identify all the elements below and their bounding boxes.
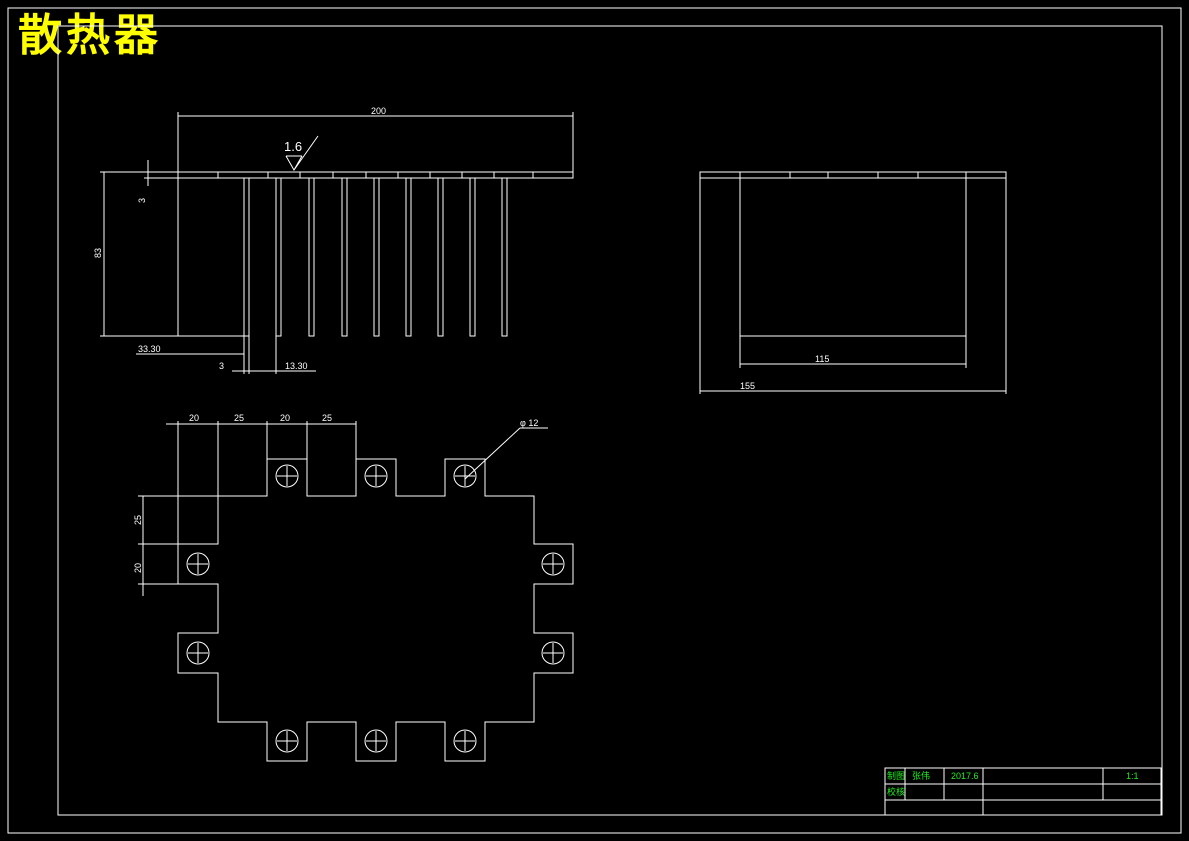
mounting-hole: [186, 552, 210, 576]
dim-outer: 155: [740, 381, 755, 391]
mounting-hole: [453, 729, 477, 753]
left-block: [177, 178, 245, 337]
inner-frame: [57, 25, 1163, 816]
dim-top-1: 20: [189, 413, 199, 423]
title-block-scale: 1:1: [1126, 771, 1139, 781]
title-block-date: 2017.6: [951, 771, 979, 781]
mounting-hole: [275, 729, 299, 753]
fins: [243, 172, 508, 337]
end-view: 115 155: [699, 171, 1007, 394]
mounting-hole: [275, 464, 299, 488]
dim-top-3: 20: [280, 413, 290, 423]
dim-hole-diameter: φ 12: [520, 418, 538, 428]
mounting-hole: [186, 641, 210, 665]
mounting-hole: [453, 464, 477, 488]
mounting-hole: [364, 729, 388, 753]
mounting-holes: [186, 464, 565, 753]
dim-top-2: 25: [234, 413, 244, 423]
outer-frame: [7, 7, 1182, 834]
base-plate: [177, 171, 574, 179]
dim-left-2: 20: [133, 563, 143, 573]
dim-left-1: 25: [133, 515, 143, 525]
title-block: 制图 张伟 2017.6 1:1 校核: [884, 767, 1162, 816]
dim-base-thickness: 3: [137, 198, 147, 203]
dim-inner: 115: [815, 354, 829, 364]
title-block-drawn-name: 张伟: [912, 770, 930, 781]
mounting-hole: [541, 641, 565, 665]
dim-height: 83: [93, 248, 103, 258]
title-block-check-label: 校核: [887, 786, 905, 797]
mounting-hole: [541, 552, 565, 576]
plan-outline: [177, 458, 574, 762]
side-view: 1.6 200 3 83 33.30 3 13.30: [93, 106, 574, 374]
title-block-drawn-label: 制图: [887, 770, 905, 781]
dim-offset: 33.30: [138, 344, 161, 354]
dim-top-4: 25: [322, 413, 332, 423]
drawing-title: 散热器: [18, 10, 162, 61]
plan-view: 20 25 20 25 25 20 φ 12: [133, 413, 574, 762]
dim-fin-thickness: 3: [219, 361, 224, 371]
mounting-hole: [364, 464, 388, 488]
roughness-value: 1.6: [284, 139, 302, 154]
end-view-body: [739, 177, 967, 337]
dim-fin-pitch: 13.30: [285, 361, 308, 371]
dim-width: 200: [371, 106, 386, 116]
